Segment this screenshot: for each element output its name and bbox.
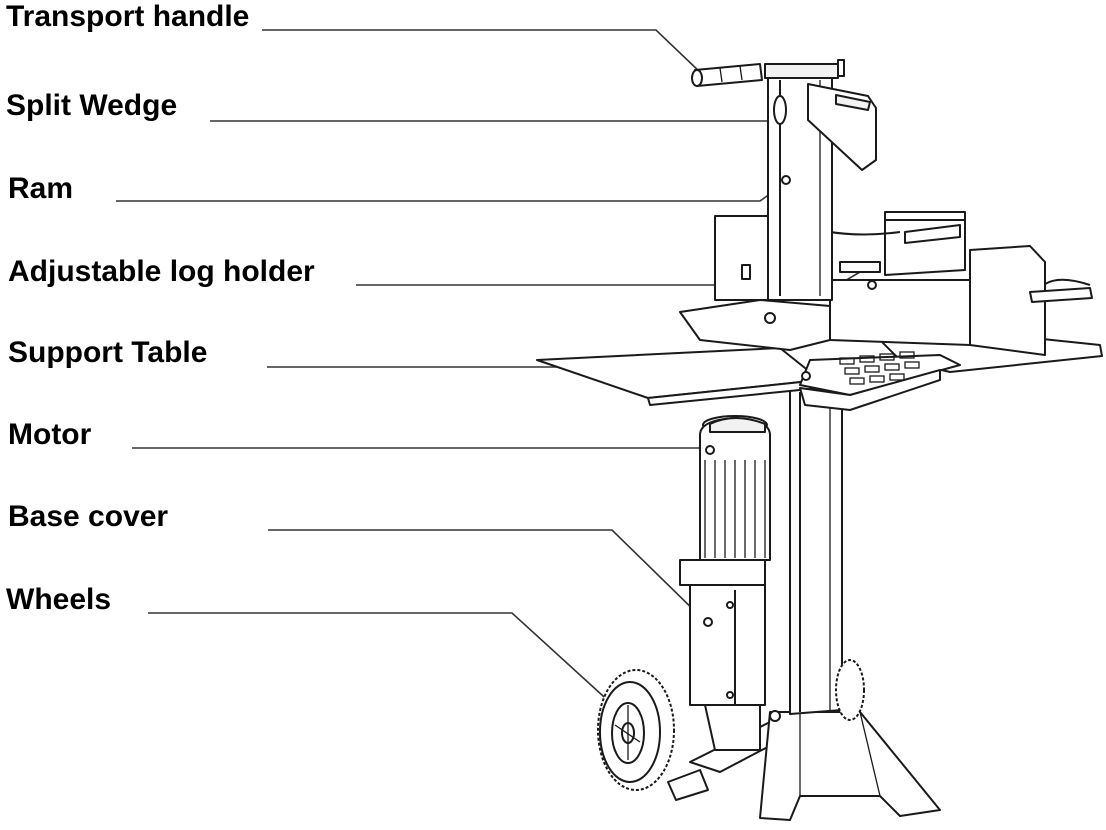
log-holder <box>679 211 1093 381</box>
wheel-front <box>597 669 675 791</box>
leader-base-cover <box>268 529 707 623</box>
base-foot <box>667 710 941 821</box>
label-ram: Ram <box>8 172 74 205</box>
split-wedge <box>807 83 877 171</box>
main-column <box>789 389 843 715</box>
ram-column <box>764 63 839 301</box>
base-cover <box>679 559 766 751</box>
label-support-table: Support Table <box>8 336 208 369</box>
motor <box>699 415 771 561</box>
label-motor: Motor <box>8 418 92 451</box>
label-adjustable-log-holder: Adjustable log holder <box>8 255 315 288</box>
label-transport-handle: Transport handle <box>6 0 250 33</box>
label-base-cover: Base cover <box>8 500 169 533</box>
wheel-rear <box>835 659 865 721</box>
leader-ram <box>116 180 789 202</box>
label-split-wedge: Split Wedge <box>6 89 178 122</box>
transport-handle <box>691 59 845 87</box>
leader-transport-handle <box>262 29 703 75</box>
leader-wheels <box>148 612 615 707</box>
label-wheels: Wheels <box>6 583 112 616</box>
